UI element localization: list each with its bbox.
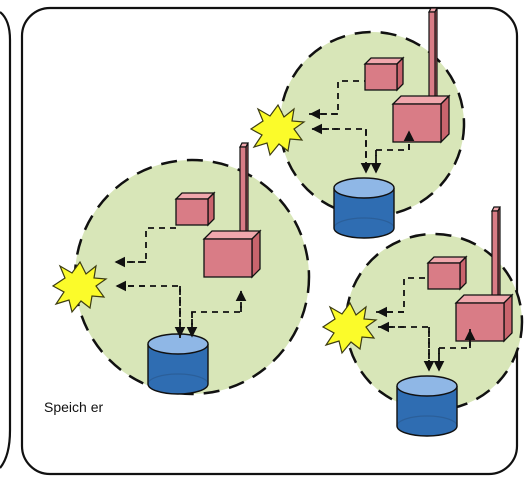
main-panel-frame — [20, 6, 519, 476]
storage-icon-top-right — [333, 177, 395, 239]
cluster-top-right — [250, 7, 450, 239]
storage-icon-bottom-right — [396, 375, 458, 437]
storage-label: Speich er — [44, 399, 103, 415]
cluster-bottom-right — [322, 206, 513, 437]
left-panel-frame — [0, 11, 12, 469]
cluster-large — [52, 142, 261, 395]
storage-icon-large — [147, 333, 209, 395]
